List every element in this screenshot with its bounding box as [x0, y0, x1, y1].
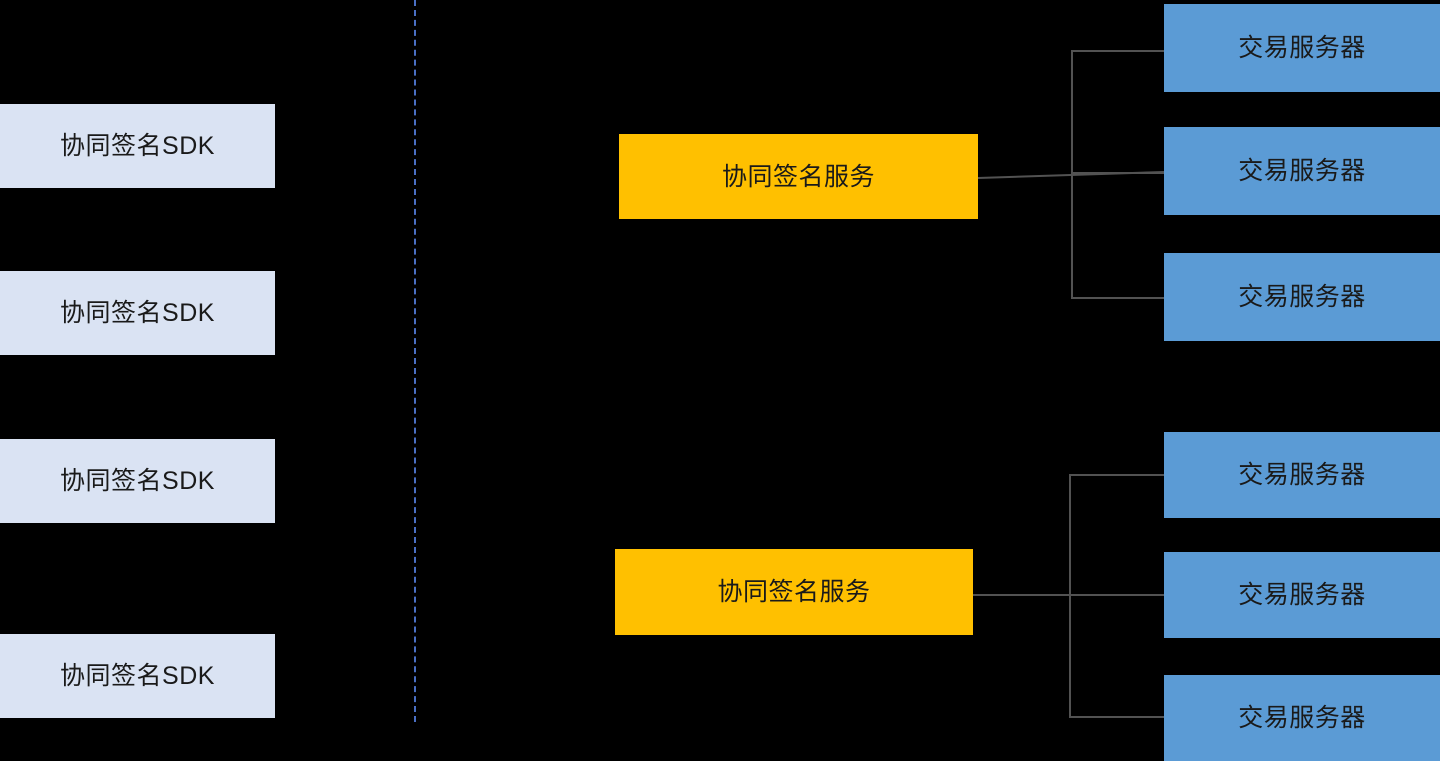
sdk-node-label: 协同签名SDK: [60, 299, 215, 327]
service-node-label: 协同签名服务: [721, 162, 875, 191]
server-node[interactable]: 交易服务器: [1164, 253, 1440, 341]
sdk-node[interactable]: 协同签名SDK: [0, 271, 275, 355]
service-node[interactable]: 协同签名服务: [619, 134, 978, 219]
server-node-label: 交易服务器: [1238, 34, 1366, 62]
service-node-label: 协同签名服务: [717, 578, 871, 606]
connector-trunk-upper: [977, 171, 1165, 179]
server-node-label: 交易服务器: [1238, 283, 1366, 311]
sdk-node[interactable]: 协同签名SDK: [0, 104, 275, 188]
connector-branch-upper-3: [1071, 297, 1165, 299]
connector-bus-lower: [1069, 474, 1071, 718]
connector-branch-lower-3: [1069, 716, 1165, 718]
sdk-node[interactable]: 协同签名SDK: [0, 634, 275, 718]
server-node[interactable]: 交易服务器: [1164, 4, 1440, 92]
server-node-label: 交易服务器: [1238, 581, 1366, 609]
server-node-label: 交易服务器: [1238, 704, 1366, 732]
sdk-node-label: 协同签名SDK: [60, 662, 215, 690]
sdk-node[interactable]: 协同签名SDK: [0, 439, 275, 523]
sdk-node-label: 协同签名SDK: [60, 132, 215, 160]
sdk-node-label: 协同签名SDK: [60, 467, 215, 495]
service-node[interactable]: 协同签名服务: [615, 549, 973, 635]
server-node[interactable]: 交易服务器: [1164, 432, 1440, 518]
server-node-label: 交易服务器: [1238, 461, 1366, 489]
connector-branch-upper-1: [1071, 50, 1165, 52]
server-node[interactable]: 交易服务器: [1164, 675, 1440, 761]
server-node[interactable]: 交易服务器: [1164, 127, 1440, 215]
connector-branch-lower-1: [1069, 474, 1165, 476]
server-node-label: 交易服务器: [1238, 157, 1366, 185]
vertical-dashed-divider: [414, 0, 416, 722]
connector-trunk-lower: [973, 594, 1165, 596]
server-node[interactable]: 交易服务器: [1164, 552, 1440, 638]
